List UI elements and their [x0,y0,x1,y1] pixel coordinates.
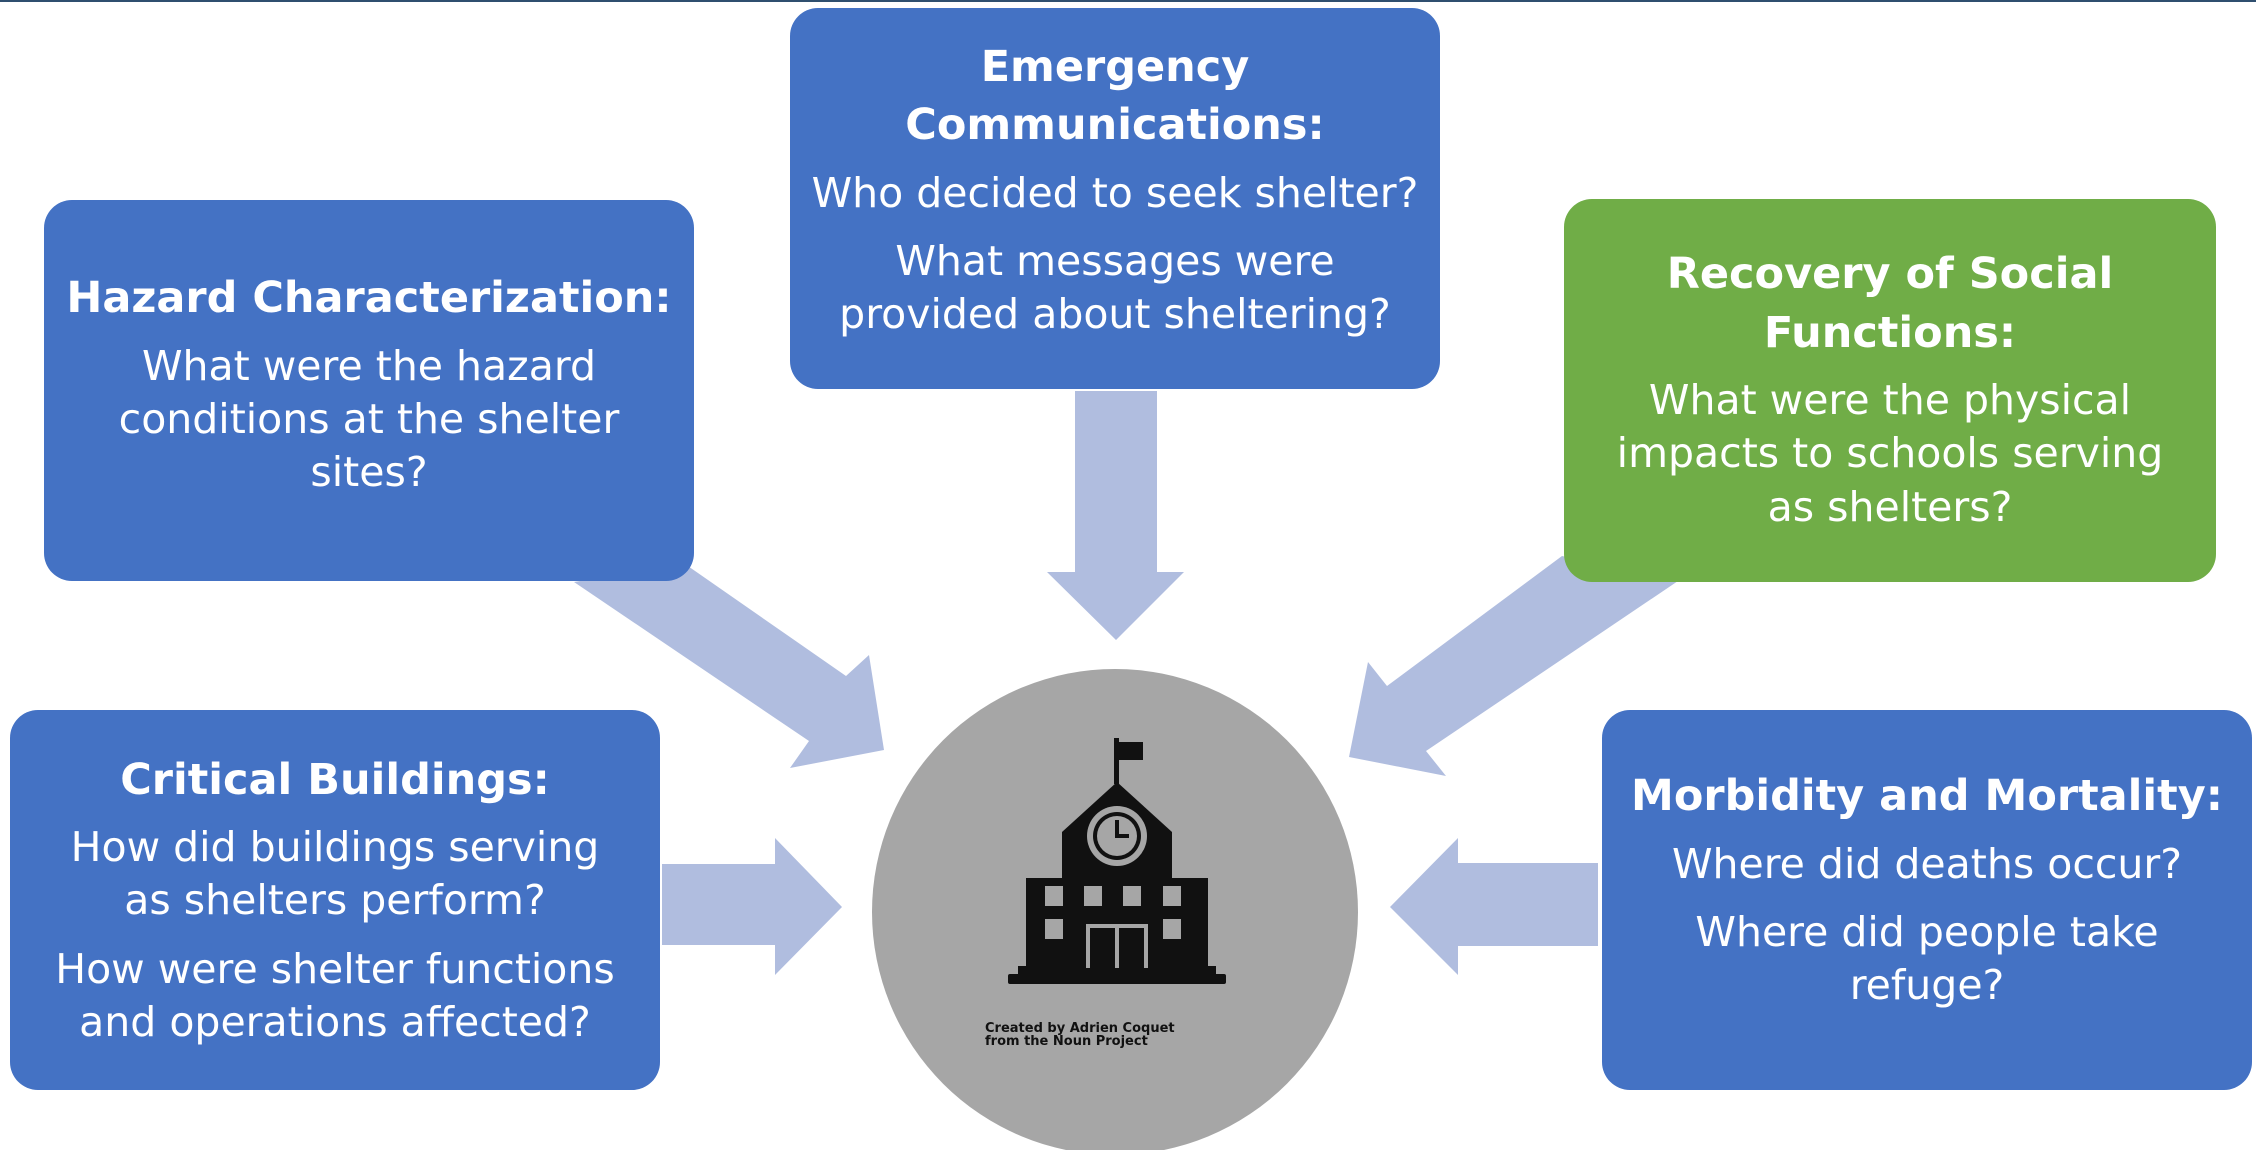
top-border-line [0,0,2256,2]
critical-buildings-title: Critical Buildings: [120,754,550,805]
icon-shapes [1008,738,1226,984]
recovery-social-functions-box: Recovery of Social Functions: What were … [1564,199,2216,582]
arrow-from-recovery [1349,556,1678,776]
morbidity-question-1: Where did deaths occur? [1671,839,2183,888]
hazard-question-1: What were the hazard conditions at the s… [118,341,620,497]
emergency-communications-title: Emergency Communications: [905,41,1325,151]
critical-question-1: How did buildings serving as shelters pe… [70,823,600,925]
arrow-from-emergency [1047,391,1184,640]
critical-question-2: How were shelter functions and operation… [55,944,615,1047]
critical-buildings-box: Critical Buildings: How did buildings se… [10,710,660,1090]
hazard-characterization-title: Hazard Characterization: [66,273,672,324]
emergency-question-2: What messages were provided about shelte… [839,236,1391,339]
arrow-from-morbidity [1390,838,1598,975]
school-building-icon [1008,738,1226,984]
hazard-characterization-box: Hazard Characterization: What were the h… [44,200,694,581]
morbidity-question-2: Where did people take refuge? [1695,908,2159,1010]
icon-credit-text: Created by Adrien Coquet from the Noun P… [985,1021,1175,1049]
emergency-question-1: Who decided to seek shelter? [811,168,1419,217]
emergency-communications-box: Emergency Communications: Who decided to… [790,8,1440,389]
arrow-from-critical [662,838,842,975]
morbidity-mortality-box: Morbidity and Mortality: Where did death… [1602,710,2252,1090]
recovery-question-1: What were the physical impacts to school… [1616,376,2164,531]
morbidity-mortality-title: Morbidity and Mortality: [1631,771,2223,822]
arrow-from-hazard [574,564,884,768]
recovery-social-functions-title: Recovery of Social Functions: [1666,249,2114,358]
